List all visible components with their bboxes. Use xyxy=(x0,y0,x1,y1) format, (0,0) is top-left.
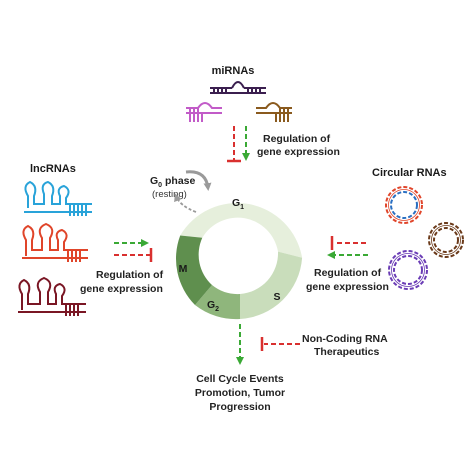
mirna-title: miRNAs xyxy=(212,65,255,77)
mirna-brown-icon xyxy=(256,102,292,122)
mirna-regulation-line2: gene expression xyxy=(257,146,340,158)
circrna-red-blue-icon xyxy=(385,186,423,224)
circrna-brown-icon xyxy=(428,222,464,258)
lncrna-maroon-icon xyxy=(18,276,86,316)
therapeutics-line1: Non-Coding RNA xyxy=(302,333,388,345)
circrna-title: Circular RNAs xyxy=(372,167,447,179)
phase-g1-segment xyxy=(180,202,303,258)
phase-g2-label: G2 xyxy=(207,299,219,313)
g0-exit-arrow xyxy=(174,193,197,213)
lncrna-regulation-line2: gene expression xyxy=(80,283,163,295)
circrna-regulation-line1: Regulation of xyxy=(314,267,382,279)
g0-phase-label: G0 phase xyxy=(150,175,196,189)
mirna-pink-icon xyxy=(186,102,222,122)
mirna-precursor-icon xyxy=(210,81,266,94)
circrna-purple-icon xyxy=(388,250,428,290)
outcome-line3: Progression xyxy=(209,401,270,413)
phase-g2-segment xyxy=(195,285,240,320)
phase-m-segment xyxy=(176,235,212,305)
mirna-regulation-line1: Regulation of xyxy=(263,133,331,145)
phase-s-segment xyxy=(240,251,303,319)
cell-cycle-ring xyxy=(176,202,303,320)
phase-s-label: S xyxy=(273,291,280,303)
lncrna-blue-icon xyxy=(24,180,92,216)
outcome-line2: Promotion, Tumor xyxy=(195,387,285,399)
therapeutics-line2: Therapeutics xyxy=(314,346,380,358)
g0-resting-label: (resting) xyxy=(152,189,187,200)
lncrna-red-icon xyxy=(22,222,88,262)
lncrna-regulation-line1: Regulation of xyxy=(96,269,164,281)
phase-m-label: M xyxy=(179,263,188,275)
circrna-regulation-line2: gene expression xyxy=(306,281,389,293)
outcome-line1: Cell Cycle Events xyxy=(196,373,284,385)
lncrna-title: lncRNAs xyxy=(30,163,76,175)
g0-enter-arrow xyxy=(185,170,212,191)
phase-g1-label: G1 xyxy=(232,197,244,211)
